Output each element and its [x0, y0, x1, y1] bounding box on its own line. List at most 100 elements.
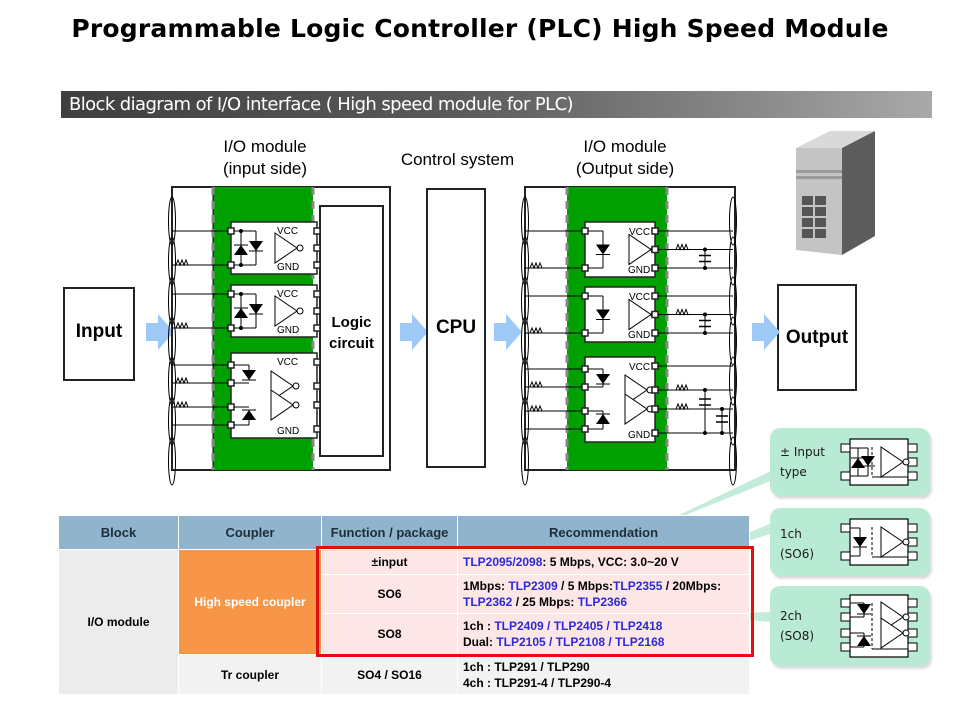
- server-side: [842, 131, 875, 255]
- recommendation-cell: 1Mbps: TLP2309 / 5 Mbps:TLP2355 / 20Mbps…: [457, 574, 750, 614]
- part-number: TLP2309: [508, 579, 558, 593]
- arrow-logic-to-cpu: [400, 314, 428, 350]
- table-header-row: Block Coupler Function / package Recomme…: [58, 515, 750, 550]
- junction-dot: [703, 431, 707, 435]
- output-box: [777, 284, 857, 391]
- connector-loop: [729, 396, 737, 446]
- callout-so6: 1ch (SO6): [770, 508, 930, 576]
- recommendation-line: 1Mbps: TLP2309 / 5 Mbps:TLP2355 / 20Mbps…: [463, 578, 744, 594]
- connector-loop: [168, 276, 176, 326]
- pin-label-gnd: GND: [628, 265, 650, 276]
- pin: [581, 329, 589, 337]
- diode-icon: [234, 308, 248, 318]
- pin: [651, 310, 659, 319]
- callout-input-type: ± Input type: [770, 428, 930, 496]
- inverter-icon: [274, 295, 298, 327]
- header-block: Block: [58, 515, 179, 550]
- cpu-box: [426, 188, 486, 468]
- pin-label-vcc: VCC: [277, 357, 298, 368]
- inverter-icon: [270, 389, 294, 421]
- spec-text: 1Mbps:: [463, 579, 509, 593]
- connector-loop: [729, 276, 737, 326]
- part-number: TLP2095/2098: [463, 555, 543, 569]
- server-drive-bay: [815, 207, 826, 216]
- output-box-label: Output: [785, 327, 849, 348]
- recommendation-line: TLP2362 / 25 Mbps: TLP2366: [463, 594, 744, 610]
- pin: [313, 401, 321, 409]
- high-speed-coupler-cell: High speed coupler: [178, 549, 322, 655]
- logic-circuit-label: Logic circuit: [320, 312, 383, 354]
- chip-body: [584, 356, 656, 443]
- spec-text: / 5 Mbps:: [557, 579, 614, 593]
- pin: [313, 261, 321, 269]
- connector-loop: [168, 236, 176, 286]
- pin: [581, 264, 589, 272]
- table-row: SO6 1Mbps: TLP2309 / 5 Mbps:TLP2355 / 20…: [59, 574, 750, 614]
- pin: [651, 264, 659, 272]
- pin: [651, 386, 659, 394]
- connector-loop: [729, 436, 737, 486]
- pin: [581, 292, 589, 300]
- block-cell: I/O module: [58, 549, 179, 695]
- inverter-bubble: [296, 244, 304, 252]
- pin-label-vcc: VCC: [629, 292, 650, 303]
- server-drive-bay: [815, 218, 826, 227]
- pin: [313, 290, 321, 298]
- inverter-bubble: [292, 382, 300, 390]
- junction-dot: [703, 312, 707, 317]
- connector-loop: [521, 276, 529, 326]
- output-dual-coupler-chip: VCC GND: [525, 356, 733, 443]
- pin: [651, 227, 659, 235]
- spec-text: / 25 Mbps:: [512, 595, 578, 609]
- inverter-bubble: [296, 307, 304, 315]
- recommendation-line: TLP2095/2098: 5 Mbps, VCC: 3.0~20 V: [463, 554, 744, 570]
- pin: [581, 227, 589, 235]
- header-recommendation: Recommendation: [457, 515, 750, 550]
- table-row: Tr coupler SO4 / SO16 1ch : TLP291 / TLP…: [59, 654, 750, 695]
- inverter-bubble: [292, 401, 300, 409]
- connector-loop: [521, 236, 529, 286]
- pin: [313, 382, 321, 390]
- output-module-label-line2: (Output side): [575, 159, 675, 178]
- junction-dot: [703, 388, 707, 392]
- pin: [313, 307, 321, 315]
- input-module-label-line1: I/O module: [223, 137, 307, 156]
- recommendation-line: 1ch : TLP291 / TLP290: [463, 659, 744, 675]
- section-header-bar: Block diagram of I/O interface ( High sp…: [61, 91, 932, 118]
- inverter-icon: [628, 233, 652, 266]
- junction-dot: [239, 229, 243, 233]
- function-cell: SO4 / SO16: [321, 654, 458, 695]
- chip-body: [230, 284, 318, 338]
- arrow-input-to-module: [146, 314, 174, 350]
- pin: [227, 403, 235, 411]
- pin: [651, 329, 659, 337]
- spec-text: 1ch :: [463, 619, 495, 633]
- resistor-icon: [675, 308, 690, 316]
- junction-dot: [239, 263, 243, 267]
- recommendation-line: 1ch : TLP2409 / TLP2405 / TLP2418: [463, 618, 744, 634]
- pin: [651, 362, 659, 370]
- tr-coupler-cell: Tr coupler: [178, 654, 322, 695]
- pin-label-gnd: GND: [628, 430, 650, 441]
- pin: [227, 324, 235, 332]
- resistor-icon: [175, 400, 190, 409]
- pin-label-vcc: VCC: [277, 289, 298, 300]
- server-drive-bay: [802, 218, 813, 227]
- connector-loop: [168, 356, 176, 406]
- arrow-output-module-to-output: [752, 314, 780, 350]
- resistor-icon: [175, 376, 190, 385]
- connector-loop: [729, 316, 737, 366]
- callout-line2: (SO6): [780, 547, 815, 561]
- server-top: [796, 131, 875, 148]
- resistor-icon: [175, 321, 190, 330]
- server-drive-bay: [815, 196, 826, 205]
- pin-label-vcc: VCC: [629, 362, 650, 373]
- server-drive-bay: [802, 207, 813, 216]
- pin: [313, 425, 321, 433]
- table-row: I/O module High speed coupler ±input TLP…: [58, 549, 750, 695]
